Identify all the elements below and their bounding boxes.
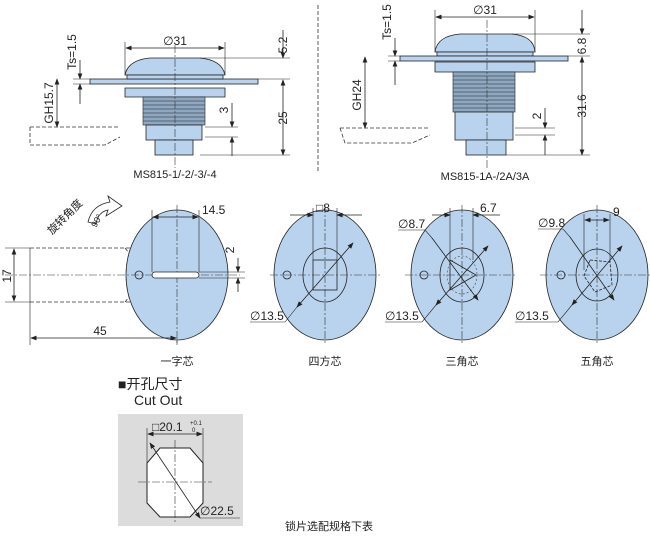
core-label: 一字芯 xyxy=(161,354,194,368)
panel-plate xyxy=(89,78,259,85)
dim-diameter: ∅22.5 xyxy=(200,504,234,518)
rotation-label: 旋转角度 xyxy=(44,196,85,237)
slot xyxy=(151,271,200,279)
dim-slot: 2 xyxy=(223,246,237,253)
dim-inner-diameter: ∅9.8 xyxy=(538,216,565,230)
dim-cap-height: 5.2 xyxy=(276,36,290,53)
cutout-subtitle: Cut Out xyxy=(134,392,182,408)
dim-height: 17 xyxy=(0,269,14,283)
lock-side-view-right: ∅31 6.8 31.6 Ts=1.5 GH24 2 MS815-1A-/2A/… xyxy=(339,3,590,183)
core-triangle: 6.7 ∅8.7 ∅13.5 三角芯 xyxy=(385,201,515,368)
tail xyxy=(154,139,194,156)
cutout-section: ■开孔尺寸 Cut Out □20.1 +0.1 0 ∅22.5 xyxy=(118,376,243,526)
rotation-indicator: 旋转角度 90° xyxy=(44,194,123,237)
dim-panel-thickness: Ts=1.5 xyxy=(380,4,394,40)
lever-outline xyxy=(29,126,121,146)
dim-diameter: ∅13.5 xyxy=(515,309,549,323)
tail xyxy=(465,139,507,156)
dim-tolerance-upper: +0.1 xyxy=(190,421,203,427)
core-label: 五角芯 xyxy=(581,354,614,368)
dim-diameter: ∅31 xyxy=(163,34,187,48)
core-label: 三角芯 xyxy=(446,354,479,368)
model-label-left: MS815-1/-2/-3/-4 xyxy=(133,169,216,181)
dim-body-length: 25 xyxy=(276,111,290,125)
lever-outline xyxy=(339,127,431,144)
dim-lever-offset: 3 xyxy=(217,106,231,113)
dim-cap-height: 6.8 xyxy=(575,37,589,54)
dim-width: 9 xyxy=(613,205,620,219)
dim-diameter: ∅13.5 xyxy=(385,309,419,323)
dim-grip-height: GH24 xyxy=(350,79,364,111)
dim-diameter: ∅31 xyxy=(473,3,497,17)
dim-panel-thickness: Ts=1.5 xyxy=(65,34,79,70)
core-pentagon: 9 ∅9.8 ∅13.5 五角芯 xyxy=(515,205,650,368)
panel-plate xyxy=(399,55,569,62)
cutout-title: ■开孔尺寸 xyxy=(118,376,182,392)
model-label-right: MS815-1A-/2A/3A xyxy=(441,171,530,183)
dim-tolerance-lower: 0 xyxy=(192,428,196,434)
core-label: 四方芯 xyxy=(309,354,342,368)
dim-body-length: 31.6 xyxy=(575,94,589,118)
dim-grip-height: GH15.7 xyxy=(42,82,56,124)
dim-square: □8 xyxy=(316,201,330,215)
core-square: □8 ∅13.5 四方芯 xyxy=(250,201,380,368)
rotation-arrow-icon xyxy=(87,194,123,225)
core-slot: 17 14.5 2 45 一字芯 xyxy=(0,203,245,368)
dim-diameter: ∅13.5 xyxy=(250,309,284,323)
dim-width: 14.5 xyxy=(202,203,226,217)
dim-square: □20.1 xyxy=(152,420,183,434)
cap xyxy=(434,33,536,53)
dim-lever-offset: 2 xyxy=(530,112,544,119)
lock-side-view-left: ∅31 5.2 25 Ts=1.5 GH15.7 3 MS815-1/-2/-3… xyxy=(29,30,290,181)
dim-inner-diameter: ∅8.7 xyxy=(398,217,425,231)
footer-note: 锁片选配规格下表 xyxy=(285,519,373,533)
nut xyxy=(434,61,536,73)
dim-length: 45 xyxy=(93,324,107,338)
dim-width: 6.7 xyxy=(480,201,497,215)
